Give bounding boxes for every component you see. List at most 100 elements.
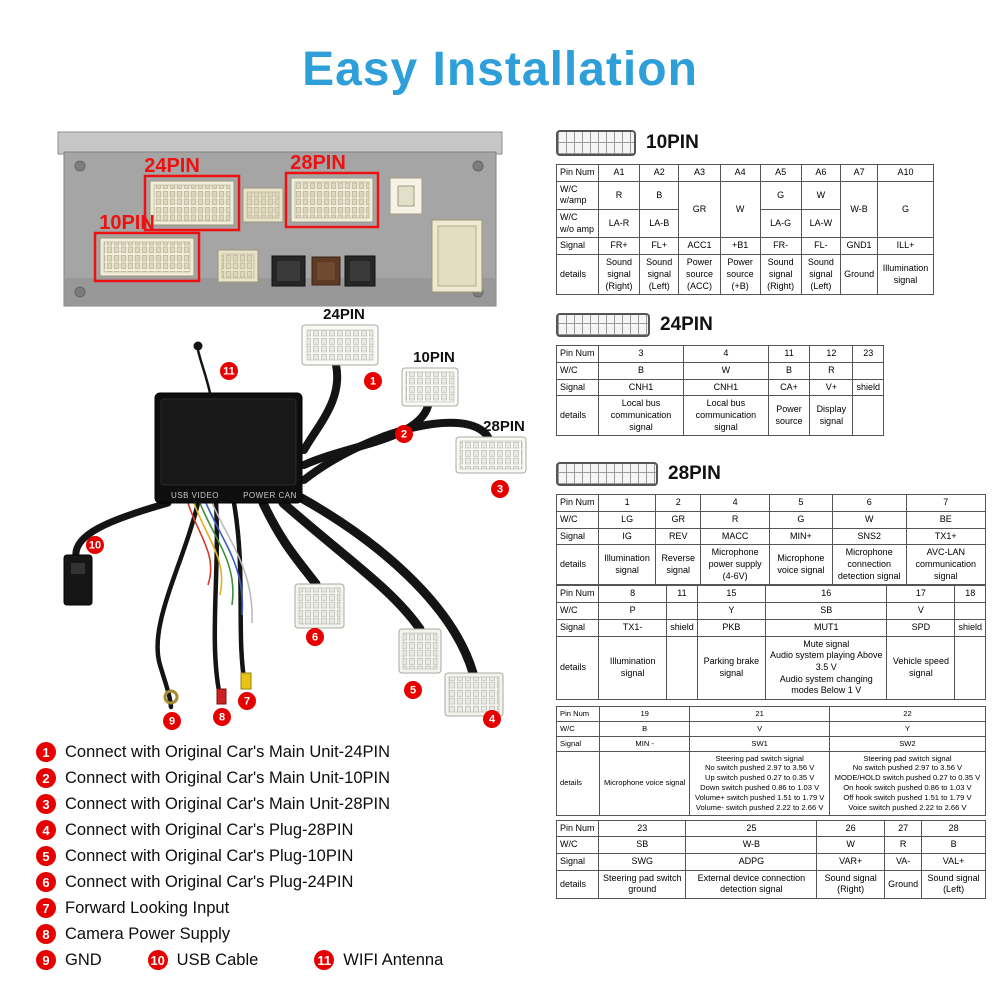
legend-text: Connect with Original Car's Main Unit-28… xyxy=(65,794,391,813)
legend-text: Connect with Original Car's Main Unit-10… xyxy=(65,768,391,787)
callout-badge: 1 xyxy=(36,742,56,762)
table-cell: shield xyxy=(954,618,986,637)
table-cell: B xyxy=(598,720,691,737)
table-cell: Signal xyxy=(556,378,599,397)
column-header-cell: 28 xyxy=(921,819,986,838)
stereo-10pin-label: 10PIN xyxy=(99,212,155,234)
table-cell: W xyxy=(682,361,769,380)
table-cell: SB xyxy=(597,836,687,855)
table-cell: W/C xyxy=(556,361,599,380)
table-cell: shield xyxy=(852,378,884,397)
table-cell: MUT1 xyxy=(765,618,888,637)
table-cell: LA-R xyxy=(598,209,640,239)
column-header-cell: 3 xyxy=(598,345,684,363)
table-cell: Signal xyxy=(556,853,599,871)
table-cell: CNH1 xyxy=(682,378,769,397)
column-header-cell: A4 xyxy=(719,164,761,182)
table-cell: FR+ xyxy=(598,237,640,256)
legend-text: WIFI Antenna xyxy=(343,950,444,969)
table-cell: Sound signal (Left) xyxy=(800,254,842,296)
table-cell: W/C xyxy=(556,836,599,855)
harness-24pin-label: 24PIN xyxy=(323,306,365,323)
table-cell: W/C xyxy=(556,602,599,620)
usb-connector xyxy=(63,554,93,606)
svg-text:2: 2 xyxy=(401,429,407,441)
table-cell: GR xyxy=(678,180,721,239)
svg-text:9: 9 xyxy=(169,716,175,728)
wiring-harness-diagram: USB VIDEO POWER CAN 24PIN 10PIN 28PIN xyxy=(48,305,556,737)
table-cell: Signal xyxy=(556,237,599,256)
table-cell: Signal xyxy=(556,735,600,752)
column-header-cell: 1 xyxy=(597,494,657,512)
table-cell: details xyxy=(556,750,600,816)
table-cell: Vehicle speed signal xyxy=(886,635,956,700)
table-cell: TX1+ xyxy=(905,527,987,546)
column-header-cell: 8 xyxy=(597,585,668,604)
legend-item-11: 11 WIFI Antenna xyxy=(314,950,443,970)
svg-text:7: 7 xyxy=(244,696,250,708)
stereo-rear-photo: 24PIN 28PIN 10PIN xyxy=(50,126,510,314)
table-cell: LA-G xyxy=(759,209,802,239)
main-unit-28pin-plug: 28PIN xyxy=(455,418,527,474)
column-header-cell: 11 xyxy=(666,585,698,604)
table-cell: GND1 xyxy=(840,237,879,256)
legend-item-5: 5 Connect with Original Car's Plug-10PIN xyxy=(36,846,541,866)
legend-text: USB Cable xyxy=(176,950,259,969)
connector-24pin-icon xyxy=(556,313,650,338)
table-cell: MIN - xyxy=(598,735,691,752)
table-cell: W xyxy=(800,180,842,211)
table-cell: G xyxy=(759,180,802,211)
table-cell xyxy=(954,635,986,700)
legend-text: GND xyxy=(65,950,102,969)
table-cell: Microphone voice signal xyxy=(769,544,833,586)
table-cell: R xyxy=(809,361,854,380)
table-cell: Sound signal (Right) xyxy=(759,254,802,296)
table-cell: Y xyxy=(828,720,987,737)
callout-badge: 11 xyxy=(314,950,335,970)
column-header-cell: A3 xyxy=(678,164,721,182)
table-cell: SNS2 xyxy=(831,527,907,546)
table-cell: Ground xyxy=(884,869,923,900)
table-cell: W xyxy=(719,180,761,239)
gnd-terminal xyxy=(163,689,179,705)
table-cell: B xyxy=(598,361,684,380)
column-header-cell: 21 xyxy=(689,705,830,722)
legend-text: Connect with Original Car's Plug-10PIN xyxy=(65,846,354,865)
table-cell: Steering pad switch signal No switch pus… xyxy=(828,750,987,816)
table-cell: R xyxy=(884,836,923,855)
callout-badge: 8 xyxy=(36,924,56,944)
table-cell: SW2 xyxy=(828,735,987,752)
column-header-cell: 4 xyxy=(700,494,771,512)
table-cell: Microphone voice signal xyxy=(598,750,691,816)
callout-5: 5 xyxy=(404,681,422,699)
column-header-cell: 16 xyxy=(765,585,888,604)
interface-box: USB VIDEO POWER CAN xyxy=(154,392,303,504)
legend-text: Camera Power Supply xyxy=(65,924,231,943)
callout-badge: 5 xyxy=(36,846,56,866)
callout-4: 4 xyxy=(483,710,501,728)
stereo-small-connector xyxy=(389,177,423,215)
callout-6: 6 xyxy=(306,628,324,646)
table-cell: External device connection detection sig… xyxy=(685,869,818,900)
column-header-cell: 6 xyxy=(831,494,907,512)
stereo-28pin-connector: 28PIN xyxy=(284,152,380,229)
table-cell: GR xyxy=(655,511,702,529)
callout-badge: 6 xyxy=(36,872,56,892)
table-cell: LA-W xyxy=(800,209,842,239)
